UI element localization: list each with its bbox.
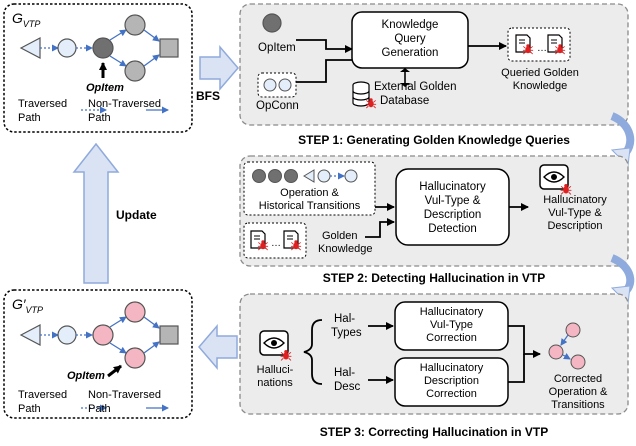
bfs-arrow	[199, 44, 239, 92]
step1-panel: …	[239, 3, 629, 126]
graph-title: G′VTP	[12, 296, 44, 315]
vtp-graph-top-panel	[3, 3, 193, 133]
hal-desc-label: Hal-Desc	[334, 367, 361, 393]
end-square-node	[159, 38, 179, 58]
hal-types-label: Hal-Types	[331, 313, 362, 339]
step3-panel	[239, 293, 629, 415]
opconn-label: OpConn	[256, 100, 299, 112]
update-arrow	[72, 142, 120, 284]
opitem-label: OpItem	[258, 42, 296, 54]
external-db-label-line1: External Golden	[374, 81, 457, 93]
opitem-node	[262, 13, 282, 33]
path-label: Path	[88, 112, 111, 124]
opitem-label: OpItem	[67, 370, 105, 382]
step1-caption: STEP 1: Generating Golden Knowledge Quer…	[298, 133, 570, 147]
database-icon	[352, 81, 377, 109]
operations-label: Operation &Historical Transitions	[258, 187, 361, 212]
current-opitem-node	[124, 347, 146, 369]
step2-caption: STEP 2: Detecting Hallucination in VTP	[322, 271, 546, 285]
gray-node	[124, 60, 146, 82]
knowledge-query-generation-box	[351, 11, 469, 69]
update-label: Update	[116, 208, 157, 222]
eye-bug-icon	[539, 164, 572, 195]
bfs-label: BFS	[196, 89, 220, 103]
svg-text:…: …	[271, 238, 281, 249]
current-opitem-node	[92, 37, 114, 59]
traversed-label: Traversed	[18, 389, 68, 401]
path-label: Path	[18, 112, 41, 124]
eye-bug-icon	[259, 330, 292, 361]
path-label: Path	[88, 403, 111, 415]
pink-node	[92, 324, 114, 346]
hallucinations-label: Halluci-nations	[256, 364, 294, 389]
step2-panel: …	[239, 155, 629, 267]
step3-caption: STEP 3: Correcting Hallucination in VTP	[319, 425, 549, 439]
graph-title: GVTP	[12, 10, 41, 29]
non-traversed-label: Non-Traversed	[88, 98, 161, 110]
external-db-label-line2: Database	[380, 95, 430, 107]
path-label: Path	[18, 403, 41, 415]
traversed-label: Traversed	[18, 98, 68, 110]
back-arrow	[198, 323, 238, 371]
svg-text:…: …	[537, 43, 547, 54]
opitem-label: OpItem	[86, 82, 124, 94]
brace	[303, 319, 323, 385]
gray-node	[124, 14, 146, 36]
light-node	[57, 38, 77, 58]
vtp-graph-bottom-panel	[3, 289, 193, 419]
non-traversed-label: Non-Traversed	[88, 389, 161, 401]
